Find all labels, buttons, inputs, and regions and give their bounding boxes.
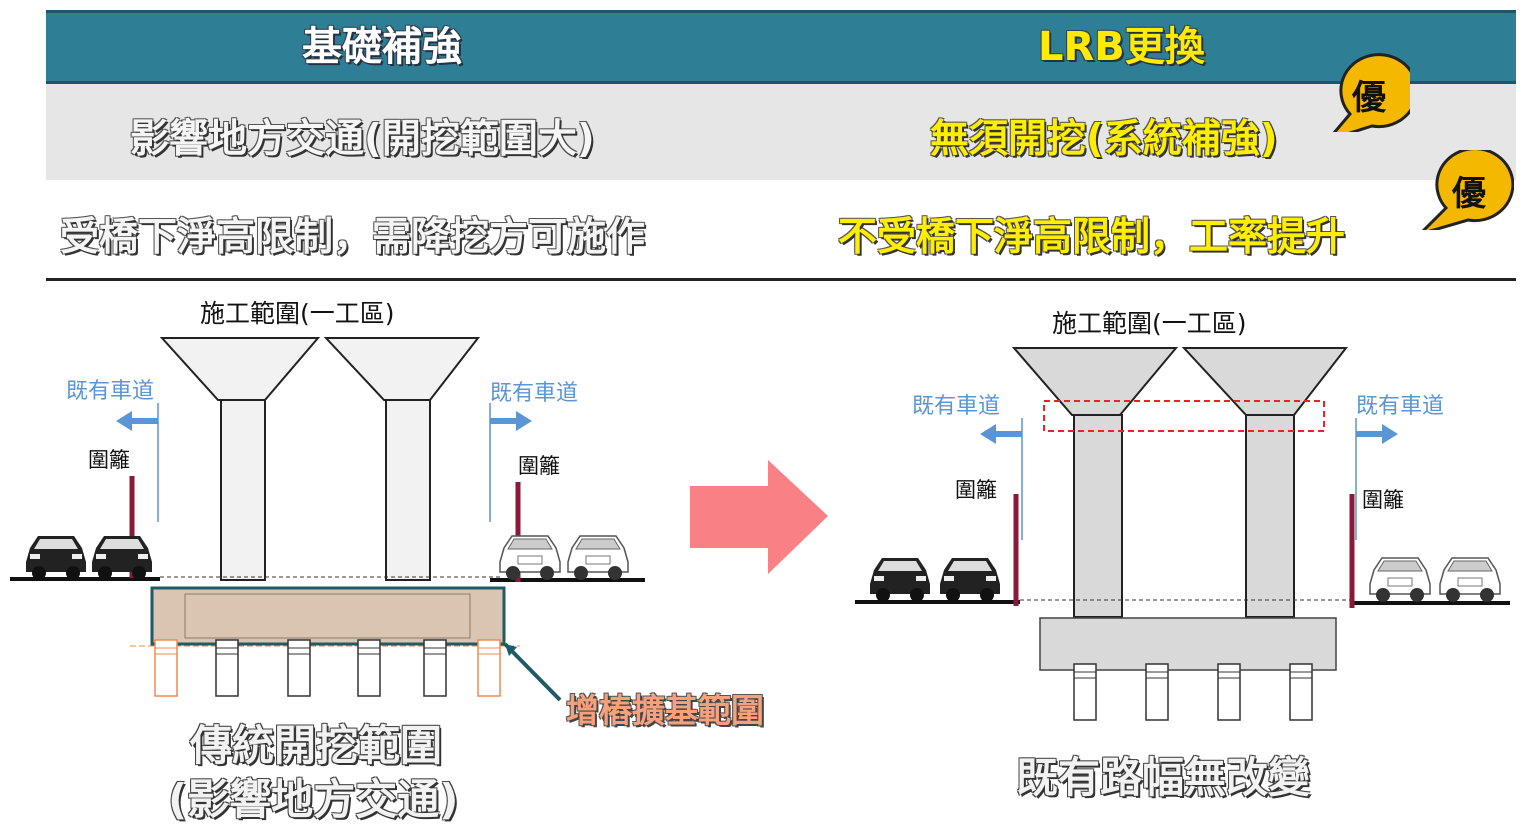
left-lane-arrow-2 [490,411,532,431]
right-diagram [855,347,1510,721]
right-fence-label-2: 圍籬 [1362,488,1404,512]
left-diagram [10,337,645,702]
left-pier-column-1 [220,399,266,581]
header-left-title: 基礎補強 [302,24,462,70]
left-lane-arrow-1 [116,411,158,431]
left-fence-label-1: 圍籬 [88,448,130,472]
left-pier-column-2 [385,399,431,581]
right-footing [1039,617,1337,671]
right-pier-cap-1 [1011,347,1179,416]
transition-arrow [690,460,828,574]
section-divider [46,278,1516,281]
right-pier-cap-2 [1181,347,1349,416]
advantage-badge-1-text: 優 [1352,78,1386,118]
right-caption: 既有路幅無改變 [1016,753,1311,802]
left-footing [150,586,506,646]
comparison-row-1 [46,84,1516,180]
row2-right-text: 不受橋下淨高限制，工率提升 [838,215,1346,260]
left-caption-line1: 傳統開挖範圍 [190,721,443,770]
left-fence-label-2: 圍籬 [518,454,560,478]
right-lane-label-2: 既有車道 [1356,394,1445,419]
advantage-badge-2-text: 優 [1452,174,1486,214]
right-pier-column-2 [1245,414,1295,618]
header-right-title: LRB更換 [1038,24,1205,70]
right-lane-arrow-1 [980,424,1022,444]
row1-right-text: 無須開挖(系統補強) [930,117,1278,162]
right-lane-arrow-2 [1356,424,1398,444]
right-lane-label-1: 既有車道 [912,394,1001,419]
advantage-badge-2 [1421,150,1514,230]
advantage-badge-1 [1332,53,1410,132]
row2-left-text: 受橋下淨高限制，需降挖方可施作 [60,215,646,260]
right-zone-label: 施工範圍(一工區) [1052,309,1247,338]
left-pier-cap-1 [159,337,321,401]
row1-left-text: 影響地方交通(開挖範圍大) [130,117,595,162]
left-caption-line2: (影響地方交通) [168,775,459,824]
right-fence-label-1: 圍籬 [955,478,997,502]
right-pier-column-1 [1073,414,1123,618]
left-lane-label-1: 既有車道 [66,379,155,404]
pile-expansion-label: 增樁擴基範圍 [566,691,764,730]
comparison-header [46,10,1516,84]
lrb-zone-box [1043,400,1325,432]
left-lane-label-2: 既有車道 [490,381,579,406]
left-zone-label: 施工範圍(一工區) [200,299,395,328]
left-pier-cap-2 [323,337,481,401]
